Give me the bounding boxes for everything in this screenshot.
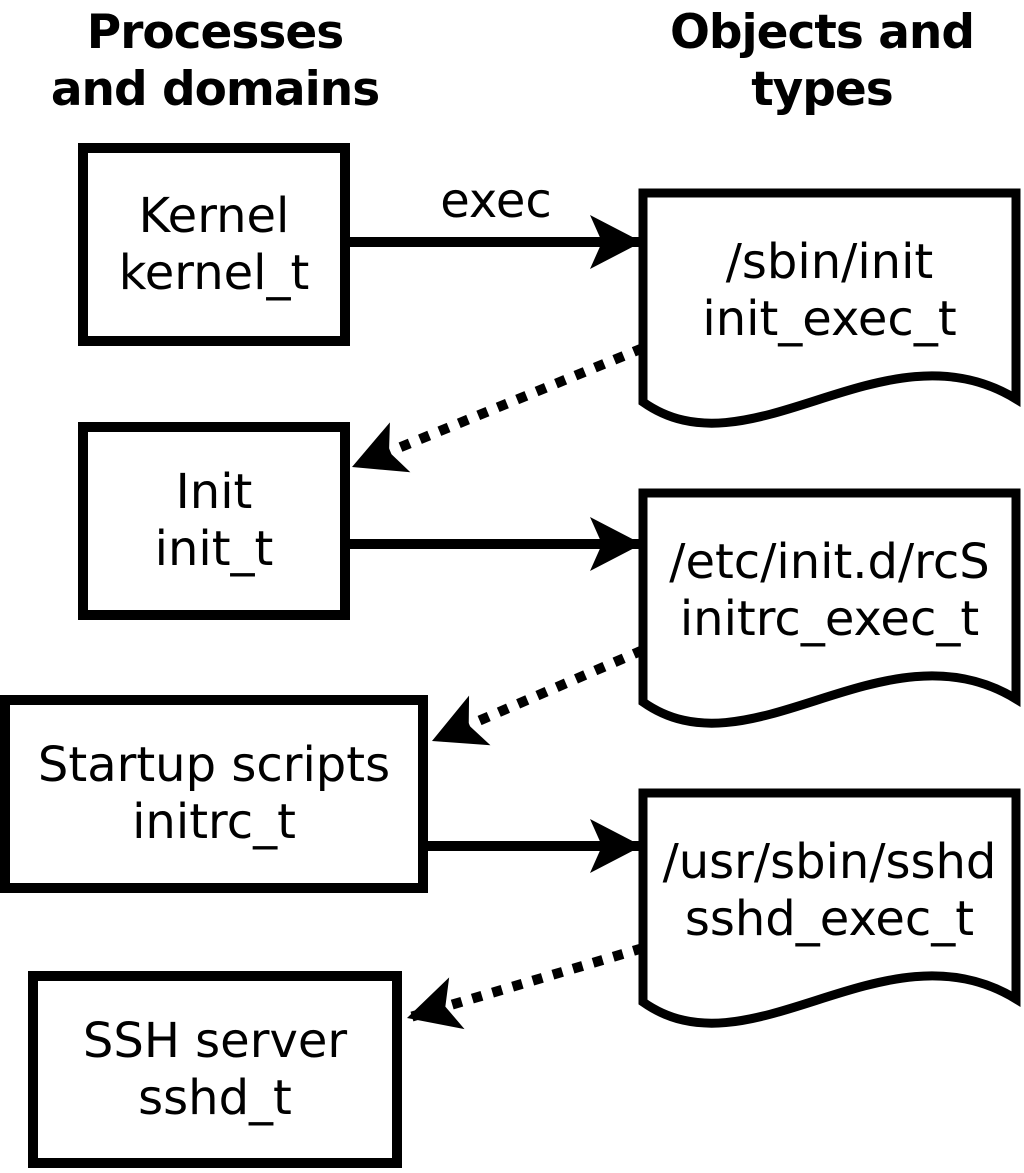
transition-arrow-sbin-init-to-init-t — [350, 343, 645, 473]
column-header-processes: Processes and domains — [50, 5, 380, 117]
process-name: Kernel — [138, 187, 290, 244]
document-shape-sbin-init — [638, 188, 1021, 428]
process-box-startup-scripts: Startup scripts initrc_t — [0, 695, 428, 893]
document-shape-usr-sbin-sshd — [638, 788, 1021, 1028]
exec-arrow-label: exec — [440, 173, 552, 229]
transition-arrow-rcs-to-initrc-t — [430, 645, 645, 746]
column-header-objects: Objects and types — [669, 5, 975, 117]
process-name: Init — [175, 464, 253, 520]
process-domain-type: kernel_t — [118, 244, 310, 301]
process-name: Startup scripts — [37, 737, 391, 793]
process-domain-type: sshd_t — [138, 1069, 292, 1126]
process-box-kernel: Kernel kernel_t — [78, 143, 350, 346]
process-name: SSH server — [82, 1012, 348, 1069]
process-box-ssh-server: SSH server sshd_t — [28, 971, 402, 1168]
transition-arrow-sshd-to-sshd-t — [405, 943, 645, 1030]
document-shape-etc-initd-rcs — [638, 488, 1021, 728]
process-box-init: Init init_t — [78, 422, 350, 620]
process-domain-type: initrc_t — [132, 794, 296, 850]
process-domain-type: init_t — [154, 521, 274, 577]
